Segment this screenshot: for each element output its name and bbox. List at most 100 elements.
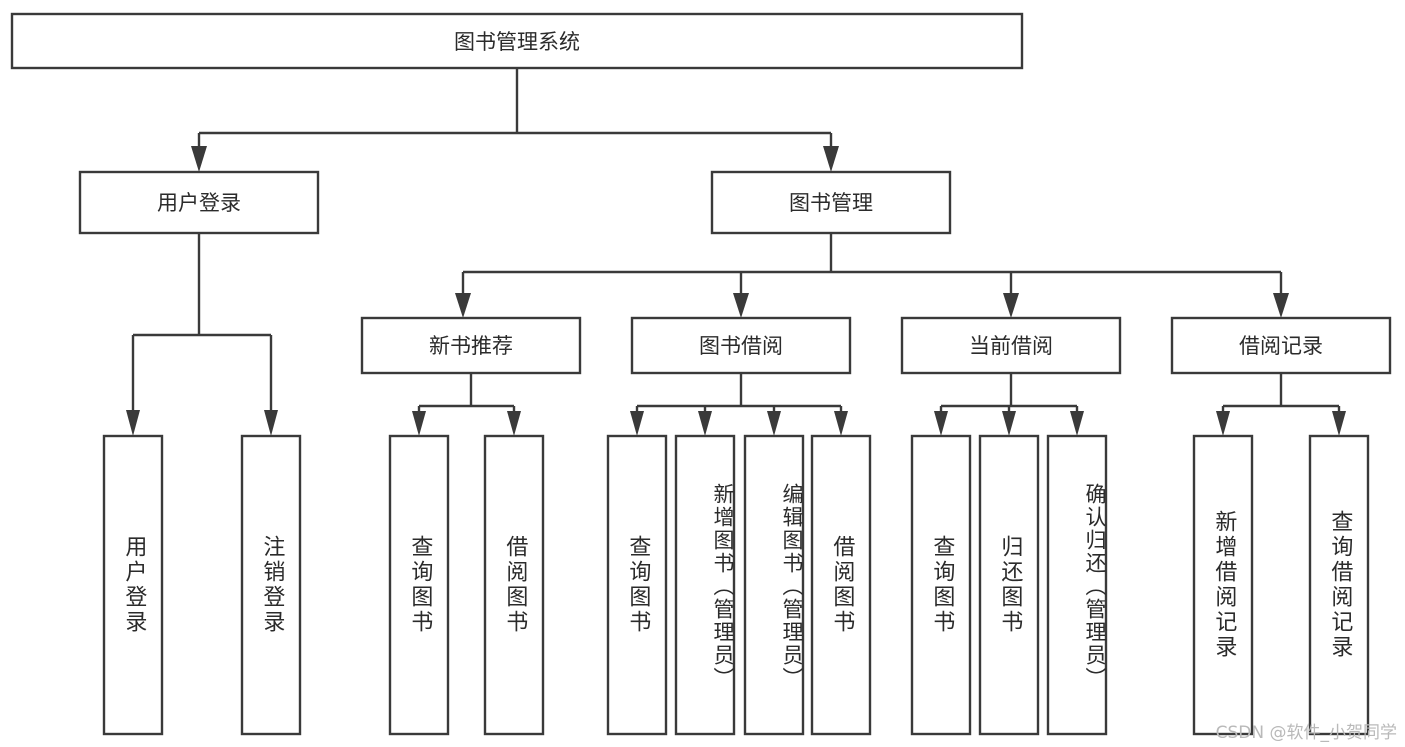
leaf-user-login[interactable] xyxy=(102,434,164,736)
leaf-query-book-recommend[interactable] xyxy=(388,434,450,736)
node-new-book-recommend-label: 新书推荐 xyxy=(429,334,513,358)
leaf-label-wrap-9: 查询图书 xyxy=(929,535,955,635)
arrow-bm-to-new-book-recommend xyxy=(455,293,471,318)
leaf-add-borrow-record[interactable] xyxy=(1192,434,1254,736)
arrow-nbr-leaf-2 xyxy=(507,411,521,436)
arrow-bb-leaf-1 xyxy=(630,411,644,436)
leaf-query-book-current[interactable] xyxy=(910,434,972,736)
arrow-user-login-leaf-1 xyxy=(126,410,140,436)
leaf-label-wrap-8: 借阅图书 xyxy=(829,535,855,635)
leaf-logout[interactable] xyxy=(240,434,302,736)
arrow-bb-leaf-2 xyxy=(698,411,712,436)
node-book-management[interactable]: 图书管理 xyxy=(710,170,952,235)
connector-group-new-book-recommend xyxy=(412,373,521,436)
leaf-query-book-borrow-label: 查询图书 xyxy=(625,535,651,635)
leaf-borrow-book-label: 借阅图书 xyxy=(829,535,855,635)
arrow-bb-leaf-4 xyxy=(834,411,848,436)
leaf-add-book-admin[interactable] xyxy=(674,434,736,736)
leaf-confirm-return-admin-label: 确认归还（管理员） xyxy=(1083,482,1106,690)
connector-group-current-borrow xyxy=(934,373,1084,436)
leaf-edit-book-admin-box[interactable] xyxy=(743,434,805,736)
leaf-borrow-book-box[interactable] xyxy=(810,434,872,736)
leaf-return-book-label: 归还图书 xyxy=(997,535,1023,635)
node-root-box[interactable] xyxy=(10,12,1024,70)
leaf-borrow-book-recommend[interactable] xyxy=(483,434,545,736)
arrow-cb-leaf-3 xyxy=(1070,411,1084,436)
leaf-user-login-box[interactable] xyxy=(102,434,164,736)
leaf-label-wrap-1: 用户登录 xyxy=(121,535,147,635)
leaf-user-login-label: 用户登录 xyxy=(121,535,147,635)
leaf-label-wrap-3: 查询图书 xyxy=(407,535,433,635)
arrow-bb-leaf-3 xyxy=(767,411,781,436)
leaf-borrow-book-recommend-box[interactable] xyxy=(483,434,545,736)
node-user-login[interactable]: 用户登录 xyxy=(78,170,320,235)
leaf-borrow-book[interactable] xyxy=(810,434,872,736)
node-root[interactable]: 图书管理系统 xyxy=(10,12,1024,70)
leaf-label-wrap-11: 确认归还（管理员） xyxy=(1083,482,1106,690)
leaf-return-book[interactable] xyxy=(978,434,1040,736)
arrow-nbr-leaf-1 xyxy=(412,411,426,436)
arrow-cb-leaf-2 xyxy=(1002,411,1016,436)
leaf-add-book-admin-label: 新增图书（管理员） xyxy=(711,482,734,690)
connector-group-book-borrow xyxy=(630,373,848,436)
leaf-query-book-recommend-label: 查询图书 xyxy=(407,535,433,635)
arrow-cb-leaf-1 xyxy=(934,411,948,436)
node-current-borrow-box[interactable] xyxy=(900,316,1122,375)
node-user-login-label: 用户登录 xyxy=(157,191,241,215)
node-new-book-recommend-box[interactable] xyxy=(360,316,582,375)
leaf-query-borrow-record-box[interactable] xyxy=(1308,434,1370,736)
connector-group-root xyxy=(191,68,839,172)
node-book-borrow-box[interactable] xyxy=(630,316,852,375)
arrow-br-leaf-2 xyxy=(1332,411,1346,436)
arrow-br-leaf-1 xyxy=(1216,411,1230,436)
leaf-add-borrow-record-box[interactable] xyxy=(1192,434,1254,736)
node-book-management-label: 图书管理 xyxy=(789,191,873,215)
leaf-query-borrow-record-label: 查询借阅记录 xyxy=(1327,510,1353,660)
leaf-add-book-admin-box[interactable] xyxy=(674,434,736,736)
arrow-bm-to-borrow-record xyxy=(1273,293,1289,318)
arrow-bm-to-current-borrow xyxy=(1003,293,1019,318)
node-user-login-box[interactable] xyxy=(78,170,320,235)
node-book-borrow[interactable]: 图书借阅 xyxy=(630,316,852,375)
leaf-label-wrap-12: 新增借阅记录 xyxy=(1211,510,1237,660)
leaf-label-wrap-5: 查询图书 xyxy=(625,535,651,635)
connector-group-book-management xyxy=(455,233,1289,318)
leaf-query-book-recommend-box[interactable] xyxy=(388,434,450,736)
node-current-borrow-label: 当前借阅 xyxy=(969,334,1053,358)
arrow-root-to-user-login xyxy=(191,146,207,172)
leaf-query-book-borrow[interactable] xyxy=(606,434,668,736)
leaf-edit-book-admin[interactable] xyxy=(743,434,805,736)
node-borrow-record[interactable]: 借阅记录 xyxy=(1170,316,1392,375)
leaf-borrow-book-recommend-label: 借阅图书 xyxy=(502,535,528,635)
leaf-edit-book-admin-label: 编辑图书（管理员） xyxy=(780,482,803,690)
leaf-query-book-current-label: 查询图书 xyxy=(929,535,955,635)
node-book-management-box[interactable] xyxy=(710,170,952,235)
leaf-logout-box[interactable] xyxy=(240,434,302,736)
node-current-borrow[interactable]: 当前借阅 xyxy=(900,316,1122,375)
node-root-label: 图书管理系统 xyxy=(454,30,580,54)
arrow-bm-to-book-borrow xyxy=(733,293,749,318)
node-borrow-record-label: 借阅记录 xyxy=(1239,334,1323,358)
node-new-book-recommend[interactable]: 新书推荐 xyxy=(360,316,582,375)
leaf-query-borrow-record[interactable] xyxy=(1308,434,1370,736)
leaf-return-book-box[interactable] xyxy=(978,434,1040,736)
node-book-borrow-label: 图书借阅 xyxy=(699,334,783,358)
leaf-logout-label: 注销登录 xyxy=(259,535,285,635)
leaf-query-book-current-box[interactable] xyxy=(910,434,972,736)
leaf-label-wrap-10: 归还图书 xyxy=(997,535,1023,635)
leaf-label-wrap-2: 注销登录 xyxy=(259,535,285,635)
connector-group-borrow-record xyxy=(1216,373,1346,436)
leaf-confirm-return-admin[interactable] xyxy=(1046,434,1108,736)
connector-group-user-login xyxy=(126,233,278,436)
leaf-label-wrap-13: 查询借阅记录 xyxy=(1327,510,1353,660)
leaf-label-wrap-7: 编辑图书（管理员） xyxy=(780,482,803,690)
leaf-label-wrap-6: 新增图书（管理员） xyxy=(711,482,734,690)
arrow-root-to-book-management xyxy=(823,146,839,172)
arrow-user-login-leaf-2 xyxy=(264,410,278,436)
leaf-confirm-return-admin-box[interactable] xyxy=(1046,434,1108,736)
leaf-add-borrow-record-label: 新增借阅记录 xyxy=(1211,510,1237,660)
leaf-query-book-borrow-box[interactable] xyxy=(606,434,668,736)
node-borrow-record-box[interactable] xyxy=(1170,316,1392,375)
